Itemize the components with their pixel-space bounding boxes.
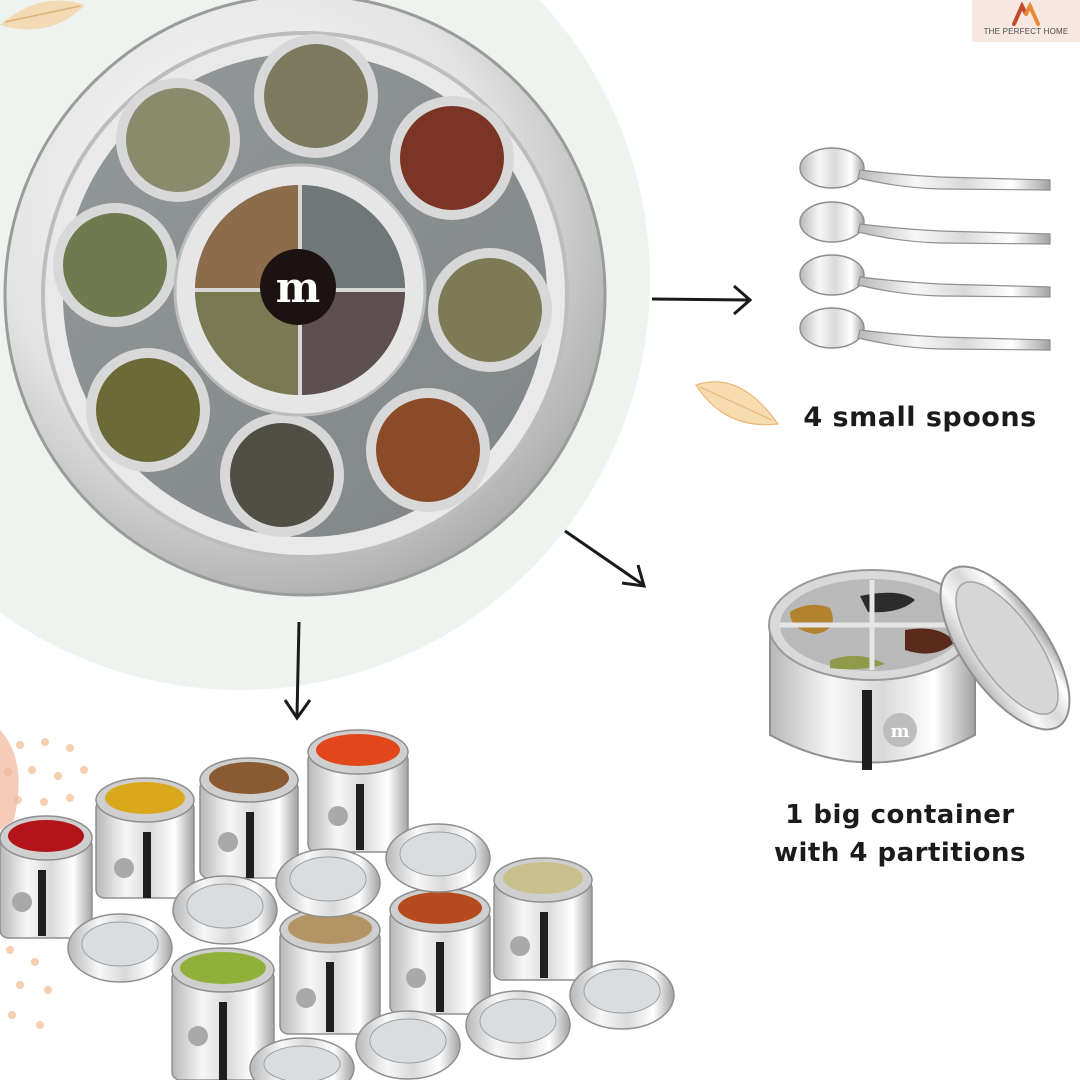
spice-cup (428, 248, 552, 372)
spice-jar (95, 777, 195, 899)
brand-mark-icon (1012, 2, 1040, 26)
spice-cup (366, 388, 490, 512)
spice-jar (0, 815, 93, 939)
jar-lid (355, 1010, 461, 1080)
spice-cup (53, 203, 177, 327)
spoon (799, 147, 1051, 191)
jar-lid (172, 875, 278, 945)
jar-lid (385, 823, 491, 893)
spice-jar (279, 907, 381, 1035)
spice-cup (116, 78, 240, 202)
spoon (799, 254, 1051, 298)
jar-lid (249, 1037, 355, 1080)
spoons-caption: 4 small spoons (803, 402, 1037, 433)
jar-lid (465, 990, 571, 1060)
container-caption-line2: with 4 partitions (773, 838, 1027, 868)
spice-jar (171, 947, 275, 1080)
brand-badge (260, 249, 336, 325)
spice-cup (390, 96, 514, 220)
accent-shape (0, 730, 19, 830)
brand-logo: THE PERFECT HOME (972, 0, 1080, 42)
arrow-down-icon (283, 621, 312, 721)
spice-cup (86, 348, 210, 472)
arrow-down-right-icon (564, 529, 647, 588)
arrow-right-icon (651, 284, 753, 316)
spice-cup (254, 34, 378, 158)
lid-logo: m (276, 263, 320, 312)
jar-logo: m (890, 721, 909, 742)
spoon-set (799, 147, 1051, 351)
leaf-icon (695, 381, 780, 426)
container-caption: 1 big container with 4 partitions (760, 796, 1040, 872)
container-caption-line1: 1 big container (785, 800, 1015, 830)
leaf-icon (0, 0, 85, 30)
jar-lid (275, 848, 381, 918)
brand-name: THE PERFECT HOME (983, 27, 1069, 36)
spice-jar (199, 757, 299, 879)
spice-jar (493, 857, 593, 981)
spice-jar (389, 887, 491, 1015)
spice-jar (307, 729, 409, 853)
spice-cup (220, 413, 344, 537)
center-partition-cup: m (173, 163, 427, 417)
jar-lid (67, 913, 173, 983)
spoon (799, 201, 1051, 245)
spoon (799, 307, 1051, 351)
masala-box: m (3, 0, 607, 597)
jar-lid (569, 960, 675, 1030)
partition-container: m (768, 565, 1071, 770)
